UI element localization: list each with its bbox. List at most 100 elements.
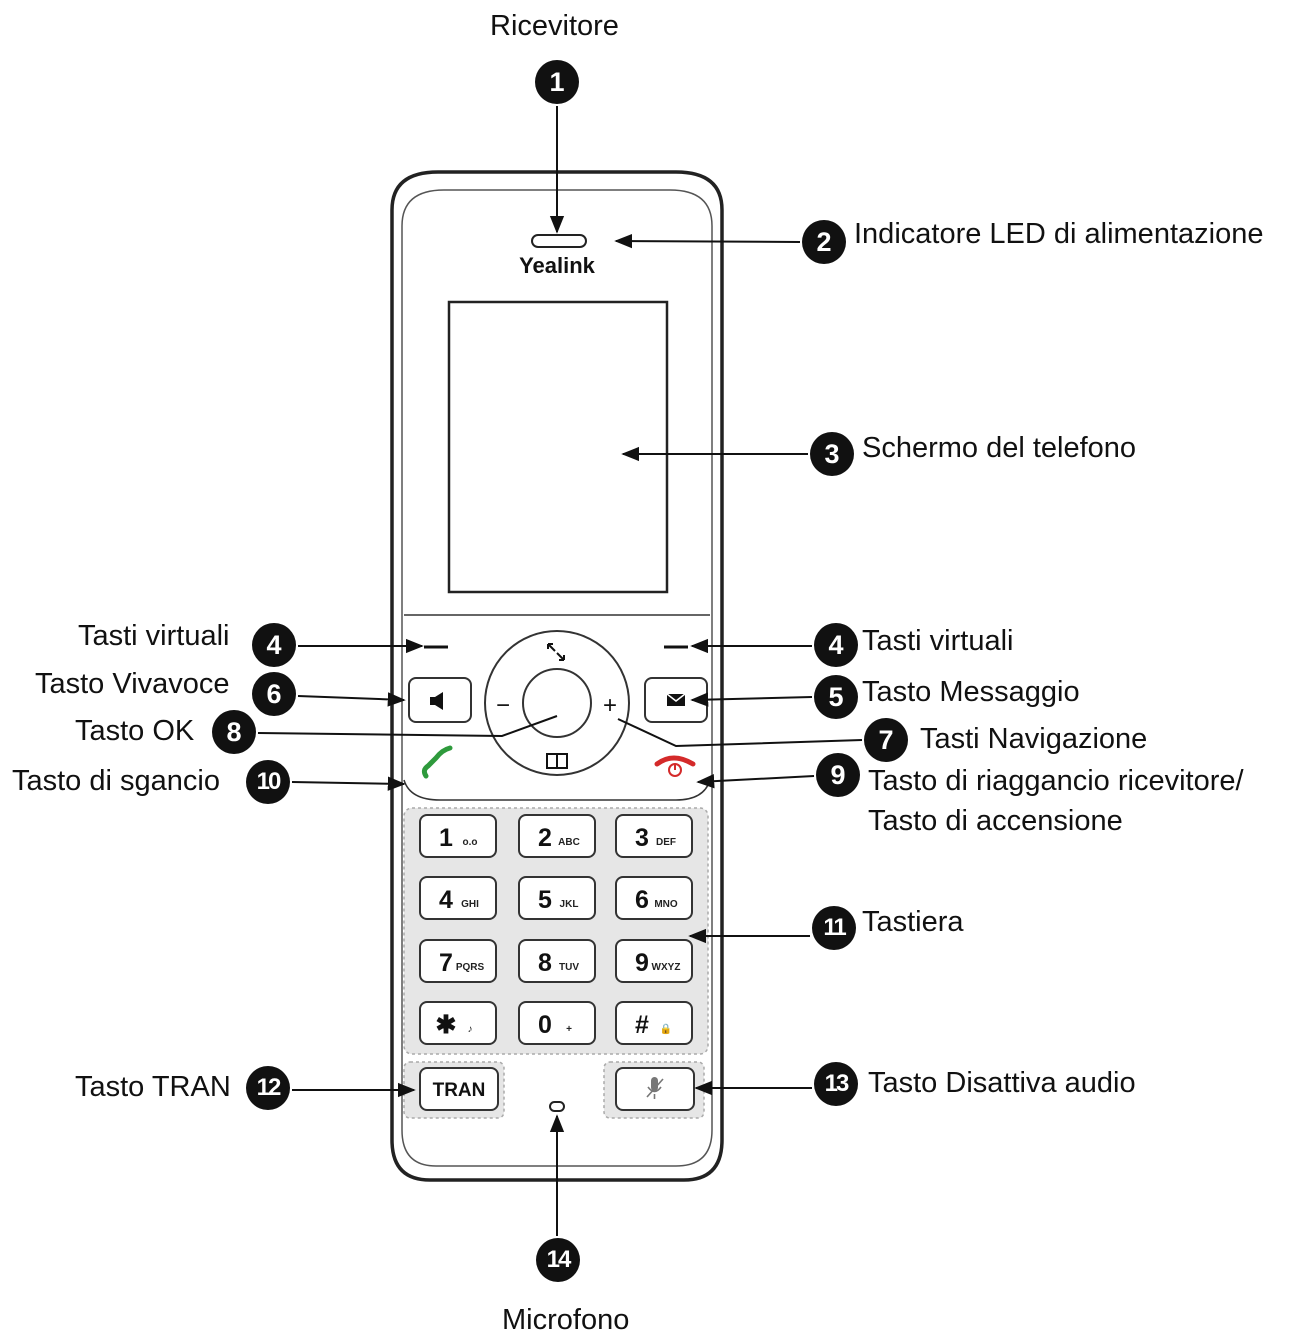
keypad-key[interactable]: 4 GHI [419,876,497,920]
keypad-key-button[interactable] [419,814,497,858]
label-microfono: Microfono [502,1304,630,1336]
badge-13: 13 [814,1062,858,1106]
onhook-icon [654,755,696,777]
badge-11: 11 [812,906,856,950]
badge-5: 5 [814,675,858,719]
keypad-letters: GHI [461,899,479,910]
arrows-icon [547,643,565,661]
label-led: Indicatore LED di alimentazione [854,218,1264,250]
keypad-key-button[interactable] [419,876,497,920]
keypad-key-button[interactable] [518,814,596,858]
keypad-key-button[interactable] [615,876,693,920]
phone-body-inner [401,189,713,1167]
keypad-key[interactable]: 2 ABC [518,814,596,858]
leader-lines [257,106,863,1236]
label-vivavoce: Tasto Vivavoce [35,668,230,700]
label-ricevitore: Ricevitore [490,10,619,42]
label-disattiva-audio: Tasto Disattiva audio [868,1067,1136,1099]
phone-screen [447,300,669,594]
badge-1: 1 [535,60,579,104]
keypad-digit: 6 [635,886,649,914]
keypad-key[interactable]: #🔒 [615,1001,693,1045]
ok-key [522,668,592,738]
label-riaggancio: Tasto di riaggancio ricevitore/ [868,765,1244,797]
keypad-key-button[interactable] [615,1001,693,1045]
keypad-digit: 4 [439,886,453,914]
badge-4-right: 4 [814,623,858,667]
led-slot [531,234,587,248]
label-ok: Tasto OK [75,715,195,747]
keypad-letters: o.o [463,837,478,848]
keypad-key-button[interactable] [615,814,693,858]
label-tran: Tasto TRAN [75,1071,231,1103]
keypad-key[interactable]: 8 TUV [518,939,596,983]
badge-12: 12 [246,1066,290,1110]
keypad-letters: JKL [560,899,579,910]
keypad-area [403,807,709,1055]
label-sgancio: Tasto di sgancio [12,765,220,797]
tran-key-label: TRAN [433,1080,486,1101]
keypad-key-button[interactable] [518,876,596,920]
keypad-digit: 3 [635,824,649,852]
badge-10: 10 [246,760,290,804]
top-panel-curve [403,779,711,801]
keypad-letters: DEF [656,837,676,848]
speaker-icon [430,692,443,710]
keypad-key-button[interactable] [518,1001,596,1045]
keypad-letters: ♪ [468,1024,473,1035]
mute-mic-icon [646,1077,664,1099]
microphone-hole [549,1101,565,1112]
keypad-key[interactable]: 0+ [518,1001,596,1045]
keypad-key[interactable]: 1 o.o [419,814,497,858]
keypad-digit: 1 [439,824,453,852]
label-accensione: Tasto di accensione [868,805,1123,837]
badge-3: 3 [810,432,854,476]
keypad-letters: WXYZ [652,962,681,973]
label-tasti-virtuali-right: Tasti virtuali [862,625,1014,657]
phonebook-icon [546,753,568,769]
keypad-digit: ✱ [436,1011,457,1039]
keypad-letters: PQRS [456,962,485,973]
offhook-icon [421,745,453,779]
brand-logo: Yealink [519,253,596,278]
keypad-digit: # [635,1011,649,1039]
keypad-key-button[interactable] [419,939,497,983]
keypad-letters: + [566,1024,572,1035]
badge-7: 7 [864,718,908,762]
keypad-digit: 5 [538,886,552,914]
nav-plus-label: + [603,692,617,719]
keypad-key-button[interactable] [518,939,596,983]
label-navigazione: Tasti Navigazione [920,723,1148,755]
keypad-letters: 🔒 [660,1023,672,1035]
badge-8: 8 [212,710,256,754]
badge-4-left: 4 [252,623,296,667]
keypad-letters: TUV [559,962,579,973]
badge-2: 2 [802,220,846,264]
label-schermo: Schermo del telefono [862,432,1137,464]
keypad-letters: MNO [654,899,678,910]
label-tasti-virtuali-left: Tasti virtuali [78,620,230,652]
keypad-key-button[interactable] [419,1001,497,1045]
badge-9: 9 [816,753,860,797]
keypad-key[interactable]: 3 DEF [615,814,693,858]
keypad-letters: ABC [558,837,580,848]
keypad-digit: 2 [538,824,552,852]
keypad-key[interactable]: ✱♪ [419,1001,497,1045]
badge-6: 6 [252,672,296,716]
keypad-key[interactable]: 5 JKL [518,876,596,920]
envelope-icon [666,693,686,706]
badge-14: 14 [536,1238,580,1282]
nav-minus-label: − [496,692,510,719]
keypad-key-button[interactable] [615,939,693,983]
keypad-digit: 0 [538,1011,552,1039]
keypad-key[interactable]: 6 MNO [615,876,693,920]
keypad-digit: 8 [538,949,552,977]
keypad-digit: 7 [439,949,453,977]
keypad-digit: 9 [635,949,649,977]
tran-key [419,1067,499,1111]
